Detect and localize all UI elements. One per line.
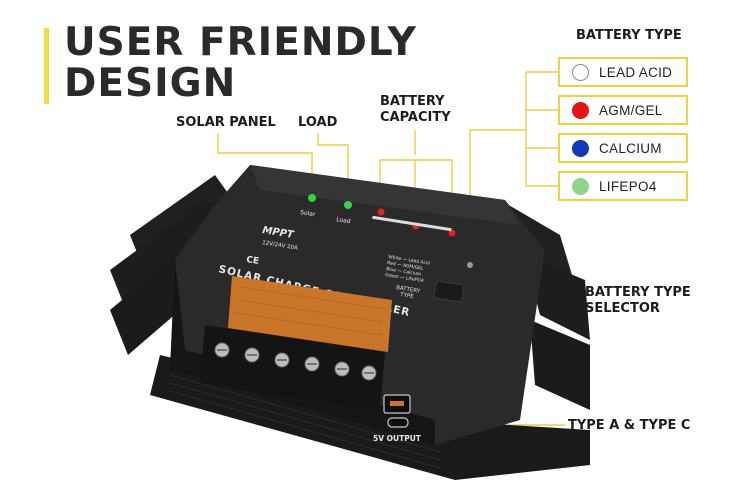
- type-button-label-2: TYPE: [399, 292, 415, 300]
- battery-type-title: BATTERY TYPE: [576, 28, 682, 43]
- cert-marks: CE: [246, 255, 260, 267]
- battery-option-lead-acid: LEAD ACID: [558, 57, 688, 87]
- lead-acid-color-dot: [572, 63, 589, 81]
- usb-output-label: 5V OUTPUT: [373, 434, 422, 443]
- battery-capacity-line-2: CAPACITY: [380, 110, 451, 125]
- battery-capacity-label: BATTERY CAPACITY: [380, 94, 451, 126]
- usb-ports-label: TYPE A & TYPE C: [568, 418, 691, 433]
- solar-panel-label: SOLAR PANEL: [176, 115, 276, 130]
- legend-line-3: Blue — Calcium: [386, 266, 422, 277]
- battery-type-selector-label: BATTERY TYPE SELECTOR: [585, 285, 691, 317]
- solar-led-label: Solar: [300, 209, 317, 218]
- load-led: [344, 201, 352, 209]
- battery-option-lifepo4: LIFEPO4: [558, 171, 688, 201]
- lifepo4-color-dot: [572, 177, 589, 195]
- capacity-callout-bracket: [379, 159, 453, 225]
- load-callout-line: [317, 133, 349, 200]
- capacity-led-1: [377, 208, 385, 216]
- rating-label: 12V/24V 20A: [262, 240, 299, 252]
- battery-option-calcium: CALCIUM: [558, 133, 688, 163]
- battery-option-agm-gel: AGM/GEL: [558, 95, 688, 125]
- headline-line-1: USER FRIENDLY: [64, 20, 417, 65]
- capacity-led-3: [448, 229, 456, 237]
- battery-option-label: LIFEPO4: [599, 178, 657, 194]
- load-led-label: Load: [336, 216, 352, 225]
- terminal-cover: [228, 276, 392, 352]
- legend-line-2: Red — AGM/GEL: [387, 260, 425, 272]
- usb-c-port: [387, 417, 409, 428]
- load-label: LOAD: [298, 115, 338, 130]
- brand-label: MPPT: [262, 225, 296, 241]
- charge-controller: Solar Load MPPT 12V/24V 20A CE SOLAR CHA…: [110, 165, 590, 480]
- terminal-screws: [214, 342, 377, 381]
- battery-option-label: AGM/GEL: [599, 102, 663, 118]
- battery-option-label: LEAD ACID: [599, 64, 673, 80]
- selector-line-2: SELECTOR: [585, 301, 660, 316]
- calcium-color-dot: [572, 139, 589, 157]
- battery-option-label: CALCIUM: [599, 140, 662, 156]
- battery-type-button[interactable]: [433, 280, 465, 303]
- agm-gel-color-dot: [572, 101, 589, 119]
- type-button-label-1: BATTERY: [396, 285, 421, 295]
- headline-line-2: DESIGN: [64, 61, 237, 106]
- selector-line-1: BATTERY TYPE: [585, 285, 691, 300]
- battery-type-indicator-led: [467, 262, 473, 268]
- terminal-block: [200, 325, 385, 410]
- page-headline: USER FRIENDLY DESIGN: [64, 22, 417, 104]
- headline-accent-bar: [44, 28, 49, 104]
- solar-led: [308, 194, 316, 202]
- battery-capacity-line-1: BATTERY: [380, 94, 445, 109]
- solar-callout-line: [217, 133, 313, 194]
